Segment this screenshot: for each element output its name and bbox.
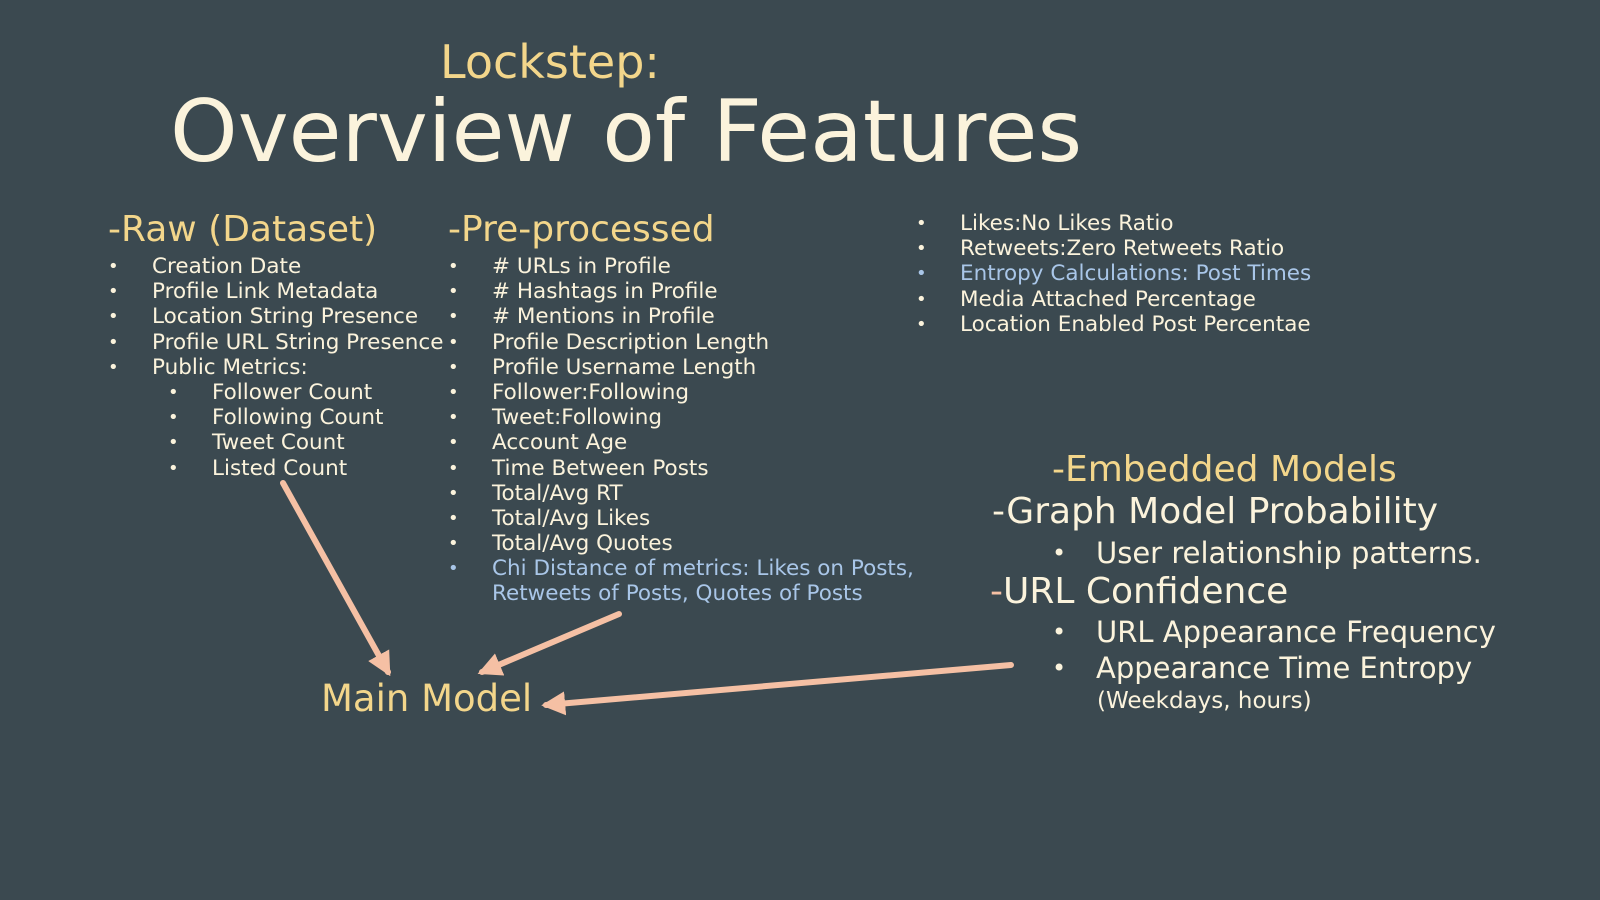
- preprocessed-feature-item: Follower:Following: [448, 380, 918, 405]
- slide-title: Overview of Features: [170, 82, 1083, 182]
- raw-to-main-arrow: [280, 480, 391, 677]
- preprocessed-heading: -Pre-processed: [448, 209, 715, 250]
- ratio-feature-item: Location Enabled Post Percentae: [916, 312, 1311, 337]
- preprocessed-feature-item: Total/Avg Likes: [448, 506, 918, 531]
- main-model-label: Main Model: [321, 677, 533, 720]
- preprocessed-feature-item: Profile Description Length: [448, 330, 918, 355]
- graph-model-item: User relationship patterns.: [1052, 534, 1482, 572]
- preprocessed-feature-item: Total/Avg RT: [448, 481, 918, 506]
- raw-feature-item: Creation Date: [108, 254, 443, 279]
- raw-feature-list: Creation Date Profile Link Metadata Loca…: [108, 254, 443, 481]
- preprocessed-feature-item: Total/Avg Quotes: [448, 531, 918, 556]
- graph-model-list: User relationship patterns.: [1052, 534, 1482, 572]
- url-confidence-list: URL Appearance Frequency Appearance Time…: [1052, 614, 1496, 686]
- entropy-calculation-item: Entropy Calculations: Post Times: [916, 261, 1311, 286]
- public-metric-item: Tweet Count: [108, 430, 443, 455]
- public-metric-item: Follower Count: [108, 380, 443, 405]
- preprocessed-feature-list: # URLs in Profile # Hashtags in Profile …: [448, 254, 918, 607]
- preprocessed-feature-item: Profile Username Length: [448, 355, 918, 380]
- preprocessed-to-main-arrow: [477, 611, 622, 676]
- preprocessed-feature-item: Tweet:Following: [448, 405, 918, 430]
- preprocessed-feature-item: # Hashtags in Profile: [448, 279, 918, 304]
- url-confidence-dash: -: [990, 571, 1003, 612]
- raw-dataset-heading: -Raw (Dataset): [108, 209, 378, 250]
- preprocessed-feature-item: Account Age: [448, 430, 918, 455]
- ratio-feature-item: Likes:No Likes Ratio: [916, 211, 1311, 236]
- ratio-feature-item: Media Attached Percentage: [916, 287, 1311, 312]
- raw-feature-item: Location String Presence: [108, 304, 443, 329]
- embedded-to-main-arrow: [541, 662, 1014, 716]
- raw-feature-item: Public Metrics:: [108, 355, 443, 380]
- url-confidence-item: URL Appearance Frequency: [1052, 614, 1496, 650]
- raw-feature-item: Profile Link Metadata: [108, 279, 443, 304]
- preprocessed-feature-item: # URLs in Profile: [448, 254, 918, 279]
- chi-distance-item: Chi Distance of metrics: Likes on Posts,…: [448, 556, 918, 606]
- public-metric-item: Listed Count: [108, 456, 443, 481]
- url-entropy-note: (Weekdays, hours): [1097, 688, 1312, 714]
- graph-model-title: -Graph Model Probability: [992, 491, 1439, 532]
- slide-subtitle: Lockstep:: [440, 35, 660, 89]
- ratio-feature-list: Likes:No Likes Ratio Retweets:Zero Retwe…: [916, 211, 1311, 337]
- embedded-models-heading: -Embedded Models: [1052, 449, 1397, 490]
- url-confidence-label: URL Confidence: [1003, 571, 1289, 612]
- preprocessed-feature-item: # Mentions in Profile: [448, 304, 918, 329]
- raw-feature-item: Profile URL String Presence: [108, 330, 443, 355]
- url-confidence-item: Appearance Time Entropy: [1052, 650, 1496, 686]
- url-confidence-title: -URL Confidence: [990, 570, 1288, 614]
- public-metric-item: Following Count: [108, 405, 443, 430]
- preprocessed-feature-item: Time Between Posts: [448, 456, 918, 481]
- ratio-feature-item: Retweets:Zero Retweets Ratio: [916, 236, 1311, 261]
